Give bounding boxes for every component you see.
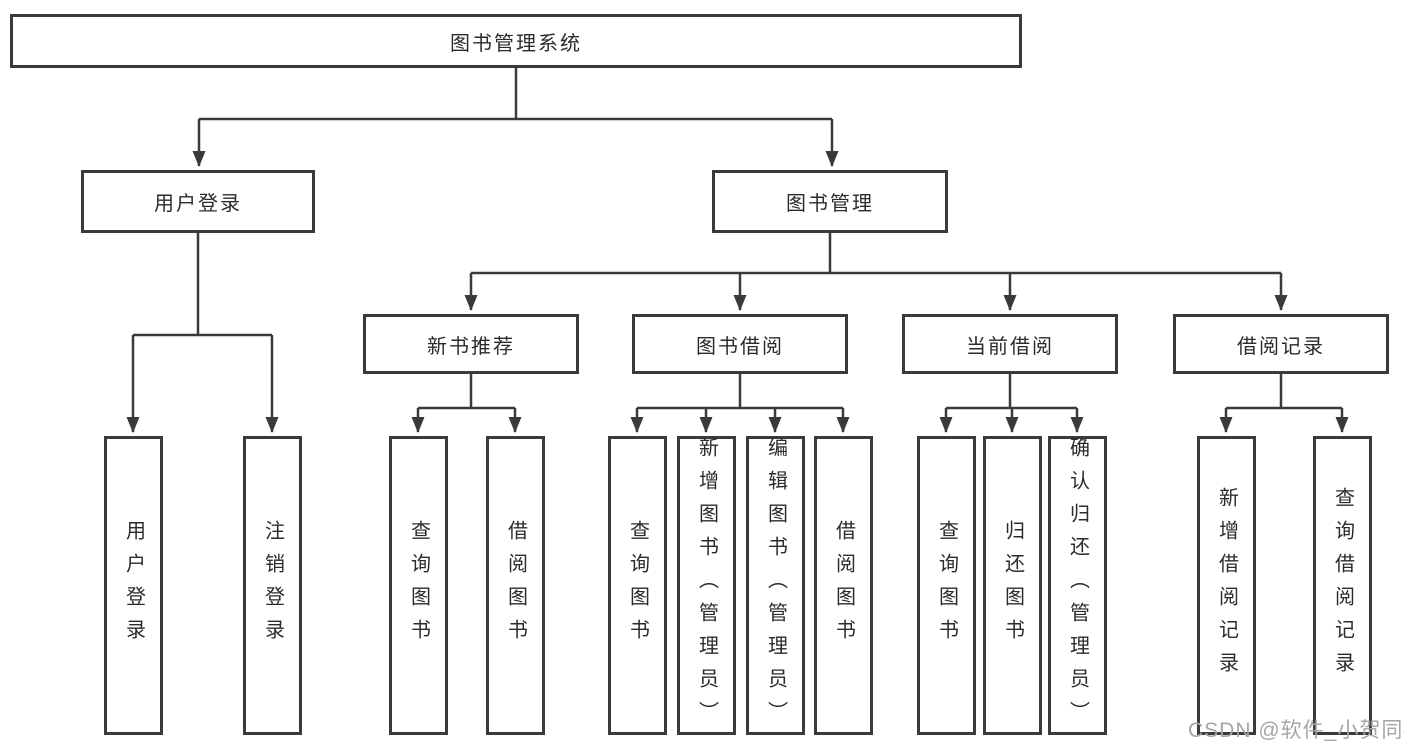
leaf-current-return-books: 归还图书 <box>983 436 1042 735</box>
node-new-book-recommend: 新书推荐 <box>363 314 579 374</box>
leaf-borrowing-borrow-books-label: 借阅图书 <box>832 519 855 652</box>
leaf-borrowing-borrow-books: 借阅图书 <box>814 436 873 735</box>
leaf-borrowing-add-books-admin-label: 新增图书（管理员） <box>695 437 718 734</box>
leaf-newbook-query-books: 查询图书 <box>389 436 448 735</box>
leaf-records-add-record: 新增借阅记录 <box>1197 436 1256 735</box>
node-book-borrowing: 图书借阅 <box>632 314 848 374</box>
leaf-borrowing-edit-books-admin: 编辑图书（管理员） <box>746 436 805 735</box>
leaf-logout-login: 注销登录 <box>243 436 302 735</box>
node-book-management: 图书管理 <box>712 170 948 233</box>
leaf-records-query-record-label: 查询借阅记录 <box>1331 486 1354 685</box>
node-borrow-records: 借阅记录 <box>1173 314 1389 374</box>
leaf-newbook-query-books-label: 查询图书 <box>407 519 430 652</box>
leaf-user-login-label: 用户登录 <box>122 519 145 652</box>
leaf-records-add-record-label: 新增借阅记录 <box>1215 486 1238 685</box>
leaf-current-query-books-label: 查询图书 <box>935 519 958 652</box>
leaf-newbook-borrow-books: 借阅图书 <box>486 436 545 735</box>
leaf-borrowing-add-books-admin: 新增图书（管理员） <box>677 436 736 735</box>
leaf-borrowing-edit-books-admin-label: 编辑图书（管理员） <box>764 437 787 734</box>
leaf-current-confirm-return-admin: 确认归还（管理员） <box>1048 436 1107 735</box>
leaf-newbook-borrow-books-label: 借阅图书 <box>504 519 527 652</box>
leaf-borrowing-query-books: 查询图书 <box>608 436 667 735</box>
leaf-current-query-books: 查询图书 <box>917 436 976 735</box>
node-user-login: 用户登录 <box>81 170 315 233</box>
leaf-current-return-books-label: 归还图书 <box>1001 519 1024 652</box>
csdn-watermark: CSDN @软件_小贺同学 <box>1188 719 1405 742</box>
leaf-logout-login-label: 注销登录 <box>261 519 284 652</box>
node-current-borrowing: 当前借阅 <box>902 314 1118 374</box>
node-root: 图书管理系统 <box>10 14 1022 68</box>
leaf-current-confirm-return-admin-label: 确认归还（管理员） <box>1066 437 1089 734</box>
leaf-borrowing-query-books-label: 查询图书 <box>626 519 649 652</box>
leaf-records-query-record: 查询借阅记录 <box>1313 436 1372 735</box>
leaf-user-login: 用户登录 <box>104 436 163 735</box>
